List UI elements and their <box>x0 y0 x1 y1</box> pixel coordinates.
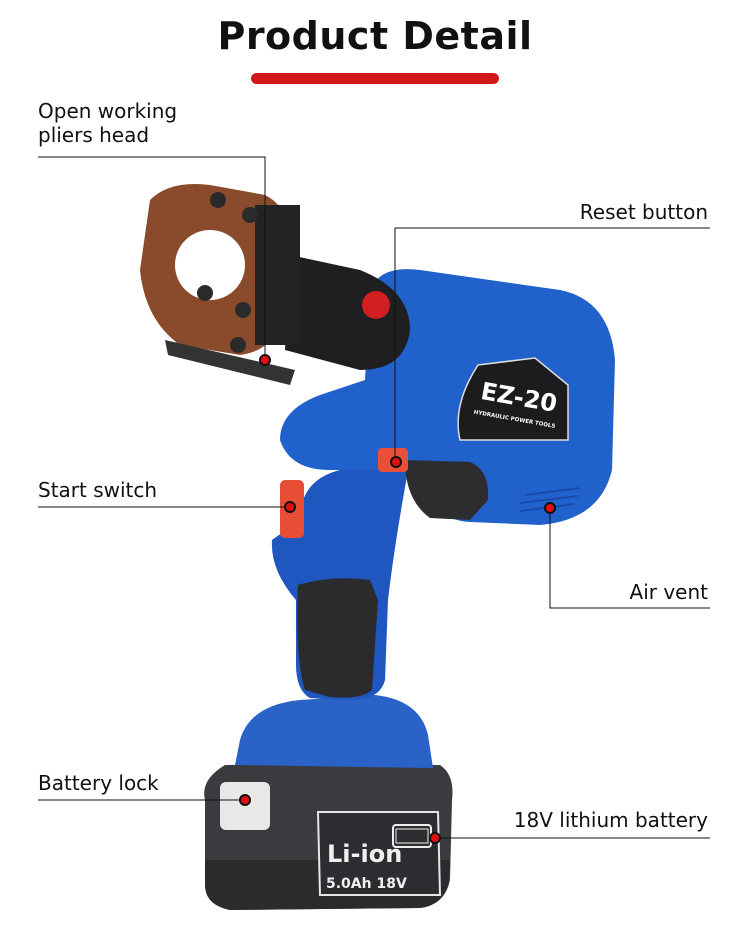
tool-body <box>280 269 615 525</box>
tool-base <box>235 695 433 768</box>
callout-dot-battery <box>429 832 441 844</box>
callout-dot-reset <box>390 456 402 468</box>
label-start-switch: Start switch <box>38 478 158 502</box>
callout-dot-start <box>284 501 296 513</box>
label-pliers-head-line2: pliers head <box>38 123 150 147</box>
tool-neck <box>285 255 410 370</box>
page-title: Product Detail <box>217 14 533 58</box>
label-battery-lock: Battery lock <box>38 771 159 795</box>
battery-pack: Li-ion 5.0Ah 18V <box>204 765 453 910</box>
title-underline <box>251 73 499 84</box>
label-reset-button: Reset button <box>579 200 708 224</box>
model-badge: EZ-20 HYDRAULIC POWER TOOLS <box>457 357 569 441</box>
label-pliers-head: Open working pliers head <box>38 99 177 147</box>
callout-dot-pliers <box>259 354 271 366</box>
pliers-head <box>140 184 300 385</box>
callout-dot-vent <box>544 502 556 514</box>
battery-spec-text: 5.0Ah 18V <box>326 876 407 892</box>
leader-lines <box>38 156 710 839</box>
callout-dots <box>239 354 556 844</box>
callout-dot-lock <box>239 794 251 806</box>
label-battery: 18V lithium battery <box>513 808 708 832</box>
label-pliers-head-line1: Open working <box>38 99 178 123</box>
grip-rubber <box>297 578 378 698</box>
label-air-vent: Air vent <box>629 580 708 604</box>
battery-type-text: Li-ion <box>327 840 402 868</box>
